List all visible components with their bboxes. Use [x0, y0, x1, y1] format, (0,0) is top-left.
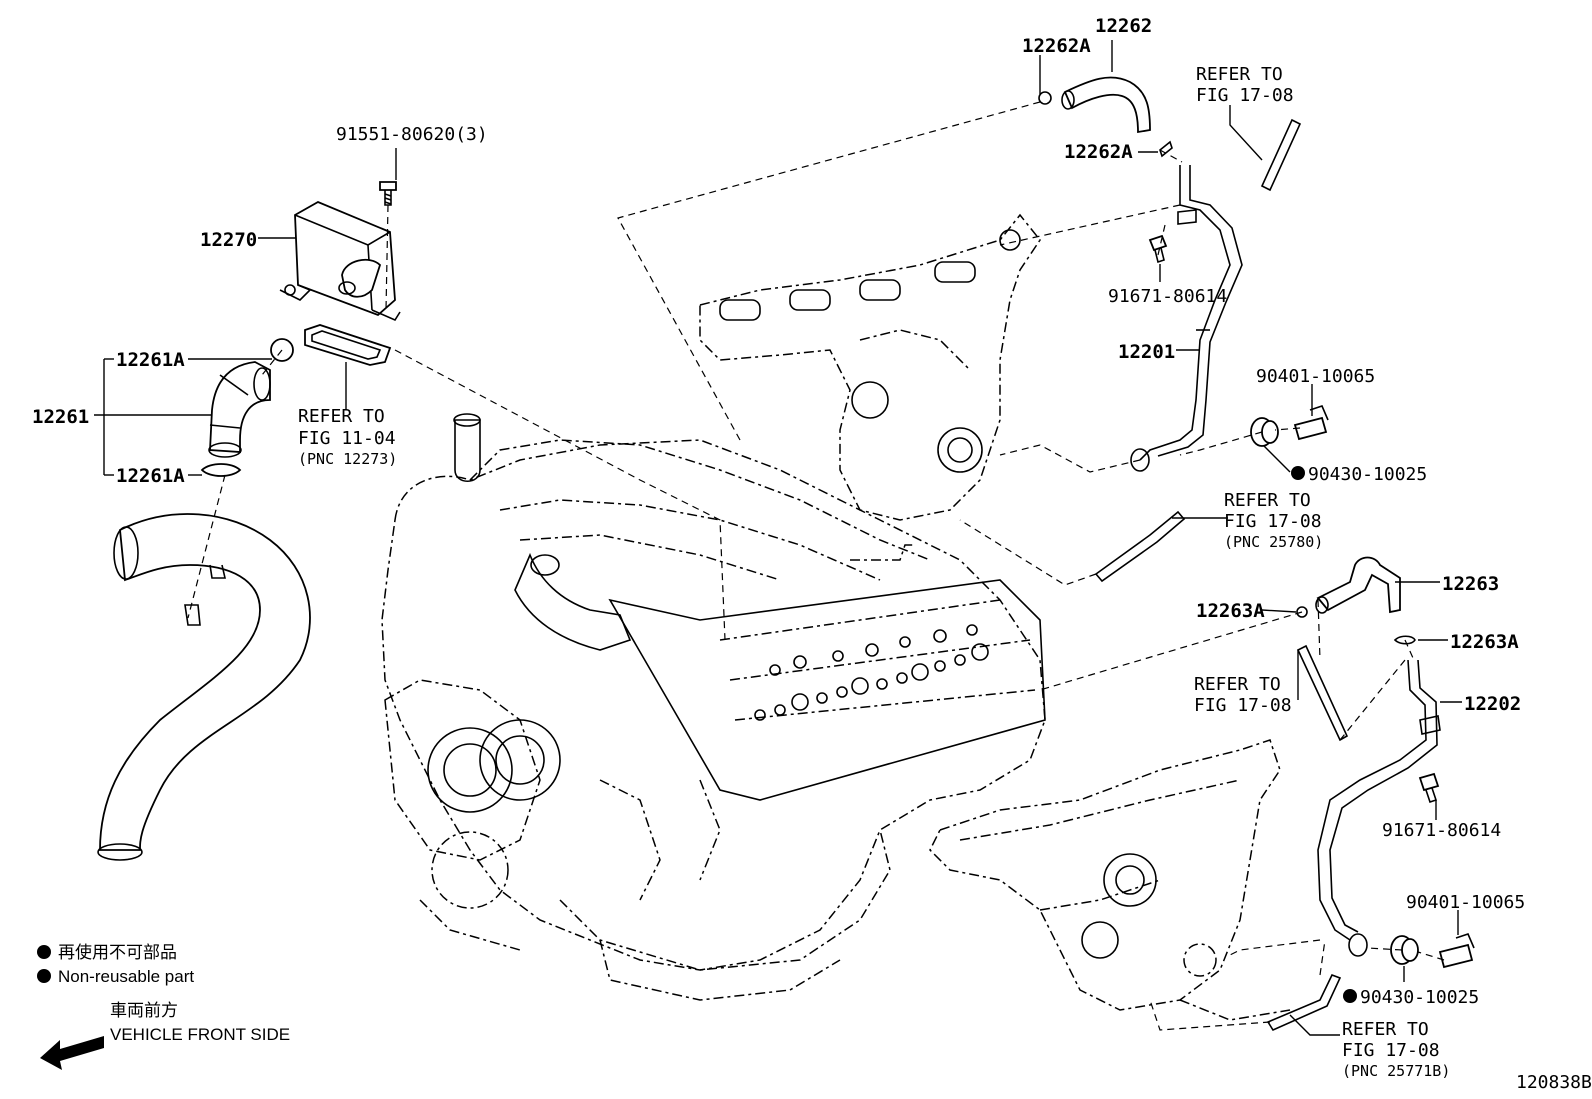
- legend-bullet-en: [37, 969, 51, 983]
- callout-90401-bottom: 90401-10065: [1406, 892, 1525, 913]
- refer-11-04-line1: REFER TO: [298, 406, 385, 427]
- legend: 再使用不可部品 Non-reusable part 車両前方 VEHICLE F…: [37, 942, 290, 1070]
- pipe-12202-drawing: [1317, 659, 1441, 957]
- union-bolt-90401-top-drawing: [1293, 405, 1329, 441]
- callout-12263: 12263: [1442, 573, 1499, 595]
- hose-12261-drawing: [208, 361, 271, 458]
- refer-17-08-low-line1: REFER TO: [1194, 674, 1281, 695]
- callout-12262a-mid: 12262A: [1064, 141, 1133, 163]
- callout-12262a-top: 12262A: [1022, 35, 1091, 57]
- clamp-12262a-top-drawing: [1038, 91, 1052, 105]
- callout-12261a-top: 12261A: [116, 349, 185, 371]
- callout-90430-bottom: 90430-10025: [1360, 987, 1479, 1008]
- callout-91671-bottom: 91671-80614: [1382, 820, 1501, 841]
- refer-17-08-top-line1: REFER TO: [1196, 64, 1283, 85]
- refer-11-04-line2: FIG 11-04: [298, 428, 396, 449]
- callout-12261a-bottom: 12261A: [116, 465, 185, 487]
- refer-17-08-bottom-line2: FIG 17-08: [1342, 1040, 1440, 1061]
- refer-17-08-top-line2: FIG 17-08: [1196, 85, 1294, 106]
- callout-12263a-right: 12263A: [1450, 631, 1519, 653]
- bolt-91551-drawing: [379, 181, 397, 206]
- refer-hose-low-drawing: [1296, 644, 1349, 742]
- refer-17-08-bottom-line3: (PNC 25771B): [1342, 1062, 1450, 1080]
- gasket-90430-top-drawing: [1250, 417, 1279, 447]
- refer-hose-mid-drawing: [1094, 510, 1186, 583]
- bolt-91671-bottom-drawing: [1418, 772, 1440, 804]
- callout-12202: 12202: [1464, 693, 1521, 715]
- callout-91551: 91551-80620(3): [336, 124, 488, 145]
- hose-12263-drawing: [1315, 556, 1401, 614]
- callout-12263a-left: 12263A: [1196, 600, 1265, 622]
- callout-90401-top: 90401-10065: [1256, 366, 1375, 387]
- legend-non-reusable-en: Non-reusable part: [58, 967, 194, 986]
- clamp-12262a-mid-drawing: [1159, 140, 1173, 158]
- callout-12270: 12270: [200, 229, 257, 251]
- assembly-lines: [187, 101, 1445, 1031]
- refer-hose-bottom-drawing: [1266, 973, 1342, 1032]
- hose-12262-drawing: [1061, 76, 1151, 134]
- refer-17-08-mid-line1: REFER TO: [1224, 490, 1311, 511]
- non-reusable-marker-bottom: [1343, 989, 1357, 1003]
- callout-12261: 12261: [32, 406, 89, 428]
- refer-hose-top-drawing: [1260, 118, 1302, 192]
- legend-front-jp: 車両前方: [110, 1001, 178, 1020]
- callout-12262: 12262: [1095, 15, 1152, 37]
- non-reusable-marker-top: [1291, 466, 1305, 480]
- clamp-12263a-right-drawing: [1393, 635, 1416, 645]
- clamp-12261a-bottom-drawing: [200, 463, 242, 477]
- engine-assembly-drawing: [381, 413, 1046, 1001]
- clamp-12263a-left-drawing: [1296, 606, 1308, 618]
- exhaust-manifold-rh-drawing: [699, 213, 1041, 521]
- refer-17-08-bottom-line1: REFER TO: [1342, 1019, 1429, 1040]
- refer-17-08-low-line2: FIG 17-08: [1194, 695, 1292, 716]
- air-chamber-12270-drawing: [279, 201, 401, 322]
- vehicle-front-arrow-icon: [40, 1036, 104, 1070]
- gasket-drawing: [304, 324, 392, 366]
- refer-17-08-mid-line3: (PNC 25780): [1224, 533, 1323, 551]
- pipe-12201-drawing: [1130, 165, 1243, 472]
- legend-bullet-jp: [37, 945, 51, 959]
- air-inlet-hose-drawing: [97, 513, 311, 861]
- leader-lines: [94, 40, 1462, 1036]
- union-bolt-90401-bottom-drawing: [1438, 933, 1475, 969]
- legend-non-reusable-jp: 再使用不可部品: [58, 942, 177, 962]
- callout-91671-top: 91671-80614: [1108, 286, 1227, 307]
- exhaust-manifold-lh-drawing: [929, 739, 1291, 1021]
- figure-code: 120838B: [1516, 1072, 1592, 1093]
- callout-12201: 12201: [1118, 341, 1175, 363]
- callout-90430-top: 90430-10025: [1308, 464, 1427, 485]
- bolt-91671-top-drawing: [1148, 234, 1168, 264]
- refer-11-04-line3: (PNC 12273): [298, 450, 397, 468]
- legend-front-en: VEHICLE FRONT SIDE: [110, 1025, 290, 1044]
- refer-17-08-mid-line2: FIG 17-08: [1224, 511, 1322, 532]
